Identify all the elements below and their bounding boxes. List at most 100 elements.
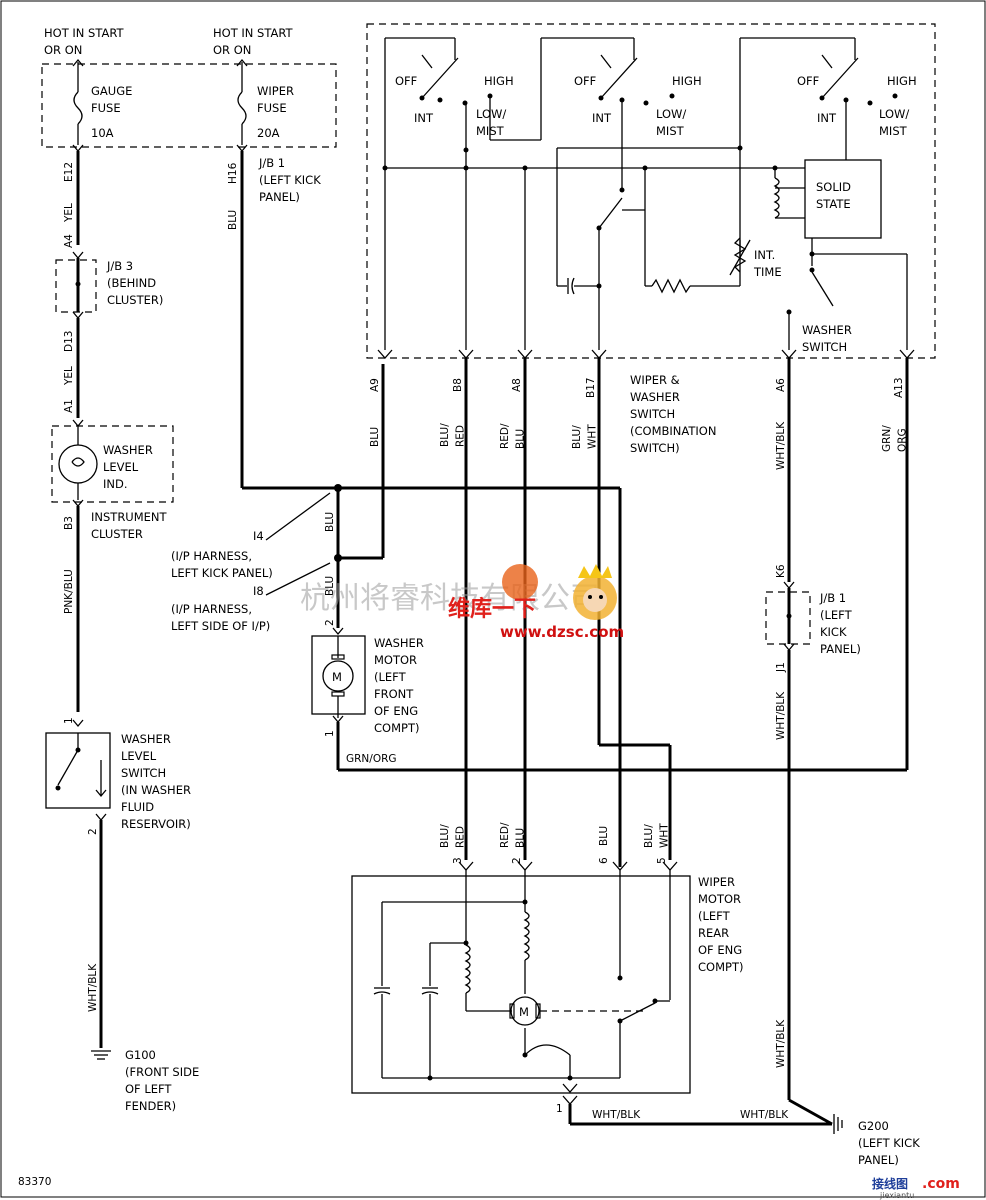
- i8-desc: (I/P HARNESS,LEFT SIDE OF I/P): [171, 602, 270, 633]
- wm-pin2: 2: [511, 857, 523, 864]
- wm-pin5: 5: [656, 857, 668, 864]
- wm-brush-bottom: [331, 691, 345, 697]
- int-time-label: INT.TIME: [753, 248, 782, 279]
- wiper-motor-pin-arrows: [458, 861, 678, 871]
- sw3-off: OFF: [797, 74, 819, 88]
- pin-k6: K6: [775, 564, 787, 578]
- solid-state-box: [804, 159, 882, 239]
- wiper-washer-switch-box: [366, 23, 936, 359]
- instrument-cluster-box: [51, 425, 174, 503]
- wire-blu-h16-label: BLU: [227, 210, 239, 230]
- wire-a13: GRN/ORG: [881, 425, 909, 452]
- washer-motor-pin2: 2: [324, 619, 336, 626]
- coil-node: [772, 165, 778, 171]
- lamp-filament: [71, 457, 85, 467]
- wiper-motor-m-icon: [510, 996, 540, 1026]
- sw1-off: OFF: [395, 74, 417, 88]
- pin-a8: A8: [511, 378, 523, 392]
- washer-switch-top: [809, 267, 815, 273]
- sw2-lowmist: LOW/MIST: [656, 107, 686, 138]
- i4-leader: [265, 492, 331, 541]
- pin-e12: E12: [63, 162, 75, 182]
- fuse-box: [41, 63, 337, 148]
- sw2-high: HIGH: [672, 74, 702, 88]
- wire-b8: BLU/RED: [439, 423, 467, 447]
- wm-wire3: BLU/RED: [439, 824, 467, 848]
- wiper-fuse: [236, 58, 248, 153]
- wire-blu-mid: BLU: [324, 512, 336, 532]
- a8-bus-node: [522, 165, 528, 171]
- a8-node: [737, 145, 743, 151]
- wire-b17: BLU/WHT: [571, 424, 599, 449]
- level-arrow-bottom: [95, 813, 107, 822]
- wiper-motor-internal: [373, 870, 671, 1093]
- watermark-brand: 维库一下: [448, 596, 536, 622]
- level-contact-2: [55, 785, 61, 791]
- level-blade: [57, 749, 79, 786]
- resistor-icon: [651, 278, 691, 294]
- coil-icon: [773, 177, 780, 219]
- wire-blu-low: BLU: [324, 576, 336, 596]
- sw1-int: INT: [414, 111, 434, 125]
- jb3-arrow-top: [72, 251, 84, 260]
- jb3-box: [55, 259, 97, 313]
- gauge-fuse: [72, 58, 84, 153]
- wiper-motor-m: M: [519, 1005, 529, 1019]
- wiper-brush-left: [509, 1003, 515, 1019]
- level-pin-2: 2: [87, 828, 99, 835]
- wire-wht-blk-right-label: WHT/BLK: [775, 691, 787, 740]
- wire-wht-blk-join: [788, 1098, 833, 1126]
- wire-wht-blk-right-low: WHT/BLK: [775, 1019, 787, 1068]
- wm-wire2: RED/BLU: [499, 822, 527, 848]
- watermark-logo-icon: [502, 564, 617, 620]
- variable-arrow: [729, 239, 751, 276]
- wire-a6: WHT/BLK: [775, 421, 787, 470]
- sw3-lowmist: LOW/MIST: [879, 107, 909, 138]
- pin-b3: B3: [63, 516, 75, 530]
- switch-group-1: [419, 54, 493, 350]
- wiper-brush-right: [535, 1003, 541, 1019]
- i4-label: I4: [253, 529, 264, 543]
- wiper-motor-box: [351, 875, 691, 1094]
- watermark-company: 杭州将睿科技有限公司: [300, 581, 600, 616]
- pin-j1: J1: [775, 662, 787, 673]
- watermark-corner-com: .com: [922, 1176, 960, 1192]
- sw2-int: INT: [592, 111, 612, 125]
- watermark-corner: 接线图: [872, 1176, 908, 1191]
- jb1r-arrow-bottom: [783, 643, 795, 652]
- wm-wire6: BLU: [598, 826, 610, 846]
- wire-wht-blk-left-label: WHT/BLK: [87, 963, 99, 1012]
- wm-wire5: BLU/WHT: [643, 823, 671, 848]
- wire-pnk-blu-label: PNK/BLU: [63, 569, 75, 614]
- wm-pin3: 3: [452, 857, 464, 864]
- wire-a8: RED/BLU: [499, 423, 527, 449]
- sw1-lowmist: LOW/MIST: [476, 107, 506, 138]
- washer-motor-m-icon: [322, 660, 354, 692]
- ind-arrow-bottom: [72, 499, 84, 508]
- wm-arrow-top: [332, 627, 344, 636]
- relay-blade: [598, 197, 623, 229]
- relay-top: [619, 187, 625, 193]
- level-arrow-top: [72, 719, 84, 728]
- jb3-arrow-bottom: [72, 311, 84, 320]
- ground-wht-blk-b: WHT/BLK: [740, 1109, 789, 1121]
- wire-a9-blu: BLU: [369, 427, 381, 447]
- washer-motor-pin1: 1: [324, 730, 336, 737]
- watermark-url: www.dzsc.com: [500, 623, 624, 641]
- ind-arrow-top: [72, 419, 84, 428]
- pin-a6: A6: [775, 378, 787, 392]
